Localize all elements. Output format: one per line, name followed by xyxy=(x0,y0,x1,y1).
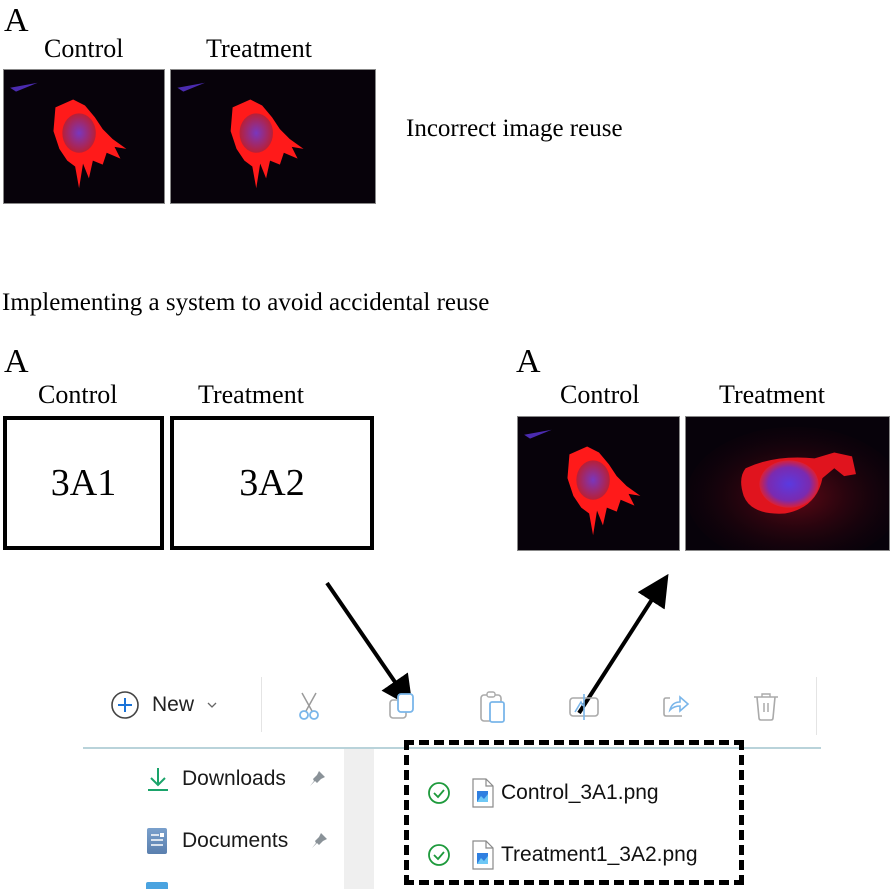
sync-check-icon xyxy=(428,782,450,804)
image-file-icon xyxy=(472,840,494,870)
pin-icon[interactable] xyxy=(306,768,328,790)
cut-button[interactable] xyxy=(293,690,325,722)
document-icon xyxy=(147,828,167,854)
copy-button[interactable] xyxy=(386,690,418,722)
share-button[interactable] xyxy=(660,690,692,722)
delete-button[interactable] xyxy=(751,690,781,722)
cell-image-spiky xyxy=(524,429,641,536)
sync-check-icon xyxy=(428,844,450,866)
toolbar-separator-end xyxy=(816,677,817,735)
placeholder-control-box: 3A1 xyxy=(3,416,164,550)
trash-icon xyxy=(754,693,778,721)
top-treatment-micrograph xyxy=(170,69,376,204)
sidebar-item-documents[interactable]: Documents xyxy=(146,826,330,856)
sidebar-item-label: Documents xyxy=(182,829,289,852)
section-title: Implementing a system to avoid accidenta… xyxy=(2,289,490,316)
panel-letter-placeholder: A xyxy=(4,343,29,380)
paste-icon xyxy=(480,691,505,723)
caption-incorrect-reuse: Incorrect image reuse xyxy=(406,115,623,142)
panel-letter-final: A xyxy=(516,343,541,380)
scissors-icon xyxy=(299,692,319,720)
top-control-micrograph xyxy=(3,69,165,204)
paste-button[interactable] xyxy=(477,690,509,724)
cell-image-spiky-duplicate xyxy=(177,82,304,189)
rename-icon xyxy=(569,694,599,720)
final-treatment-micrograph xyxy=(685,416,890,551)
rename-button[interactable] xyxy=(567,690,601,724)
placeholder-control-label: Control xyxy=(38,380,118,409)
sidebar-item-label: Downloads xyxy=(182,767,286,790)
copy-icon xyxy=(389,693,414,719)
toolbar-separator xyxy=(261,677,262,732)
chevron-down-icon xyxy=(207,702,217,708)
cell-image-spiky xyxy=(10,82,127,189)
final-control-label: Control xyxy=(560,380,640,409)
file-name: Treatment1_3A2.png xyxy=(501,843,698,866)
new-label: New xyxy=(152,693,195,716)
file-name: Control_3A1.png xyxy=(501,781,659,804)
new-button[interactable]: New xyxy=(110,690,218,720)
highlight-dashed-box xyxy=(404,740,744,885)
cell-image-rounded xyxy=(686,426,889,550)
arrow-to-copy xyxy=(325,581,413,708)
pin-icon[interactable] xyxy=(308,830,330,852)
top-treatment-label: Treatment xyxy=(206,34,312,63)
final-control-micrograph xyxy=(517,416,680,551)
panel-letter-top: A xyxy=(4,2,29,39)
image-file-icon xyxy=(472,778,494,808)
final-treatment-label: Treatment xyxy=(719,380,825,409)
share-icon xyxy=(663,695,690,717)
toolbar-bottom-line xyxy=(83,747,821,749)
placeholder-treatment-label: Treatment xyxy=(198,380,304,409)
download-icon xyxy=(148,768,168,791)
placeholder-treatment-box: 3A2 xyxy=(170,416,374,550)
sidebar-scrollbar[interactable] xyxy=(344,749,374,889)
sidebar-item-downloads[interactable]: Downloads xyxy=(146,765,328,793)
file-row-control[interactable]: Control_3A1.png xyxy=(427,778,659,808)
sidebar-item-partial-icon xyxy=(146,882,168,889)
file-row-treatment[interactable]: Treatment1_3A2.png xyxy=(427,840,698,870)
plus-circle-icon xyxy=(111,691,139,719)
top-control-label: Control xyxy=(44,34,124,63)
